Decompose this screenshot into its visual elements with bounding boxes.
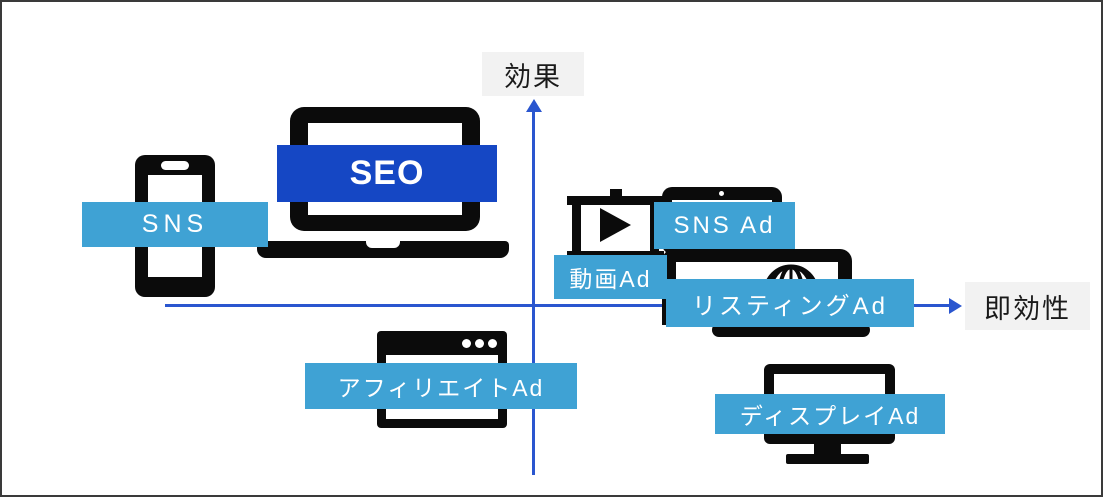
browser-dot (462, 339, 471, 348)
laptop-notch (366, 241, 400, 248)
right-arrow-icon (949, 298, 962, 314)
label-seo: SEO (277, 145, 497, 202)
browser-dot (488, 339, 497, 348)
play-icon (600, 208, 631, 242)
screen-top-bar (567, 196, 664, 205)
horizontal-axis-line (165, 304, 951, 307)
label-affiliate-ad: アフィリエイトAd (305, 363, 577, 409)
laptop-base (257, 241, 509, 258)
label-sns: SNS (82, 202, 268, 247)
monitor-base (786, 454, 869, 464)
browser-dot (475, 339, 484, 348)
projection-screen-play-icon (567, 189, 664, 260)
label-display-ad: ディスプレイAd (715, 394, 945, 434)
screen-knob (610, 189, 622, 197)
y-axis-label: 効果 (482, 52, 584, 96)
tablet-camera-dot (719, 191, 724, 196)
label-video-ad: 動画Ad (554, 255, 667, 299)
x-axis-label: 即効性 (965, 282, 1090, 330)
vertical-axis-line (532, 110, 535, 475)
label-listing-ad: リスティングAd (666, 279, 914, 327)
up-arrow-icon (526, 99, 542, 112)
screen-left-post (572, 205, 581, 251)
label-sns-ad: SNS Ad (654, 202, 795, 249)
monitor-neck (814, 443, 841, 456)
smartphone-speaker (161, 161, 189, 170)
